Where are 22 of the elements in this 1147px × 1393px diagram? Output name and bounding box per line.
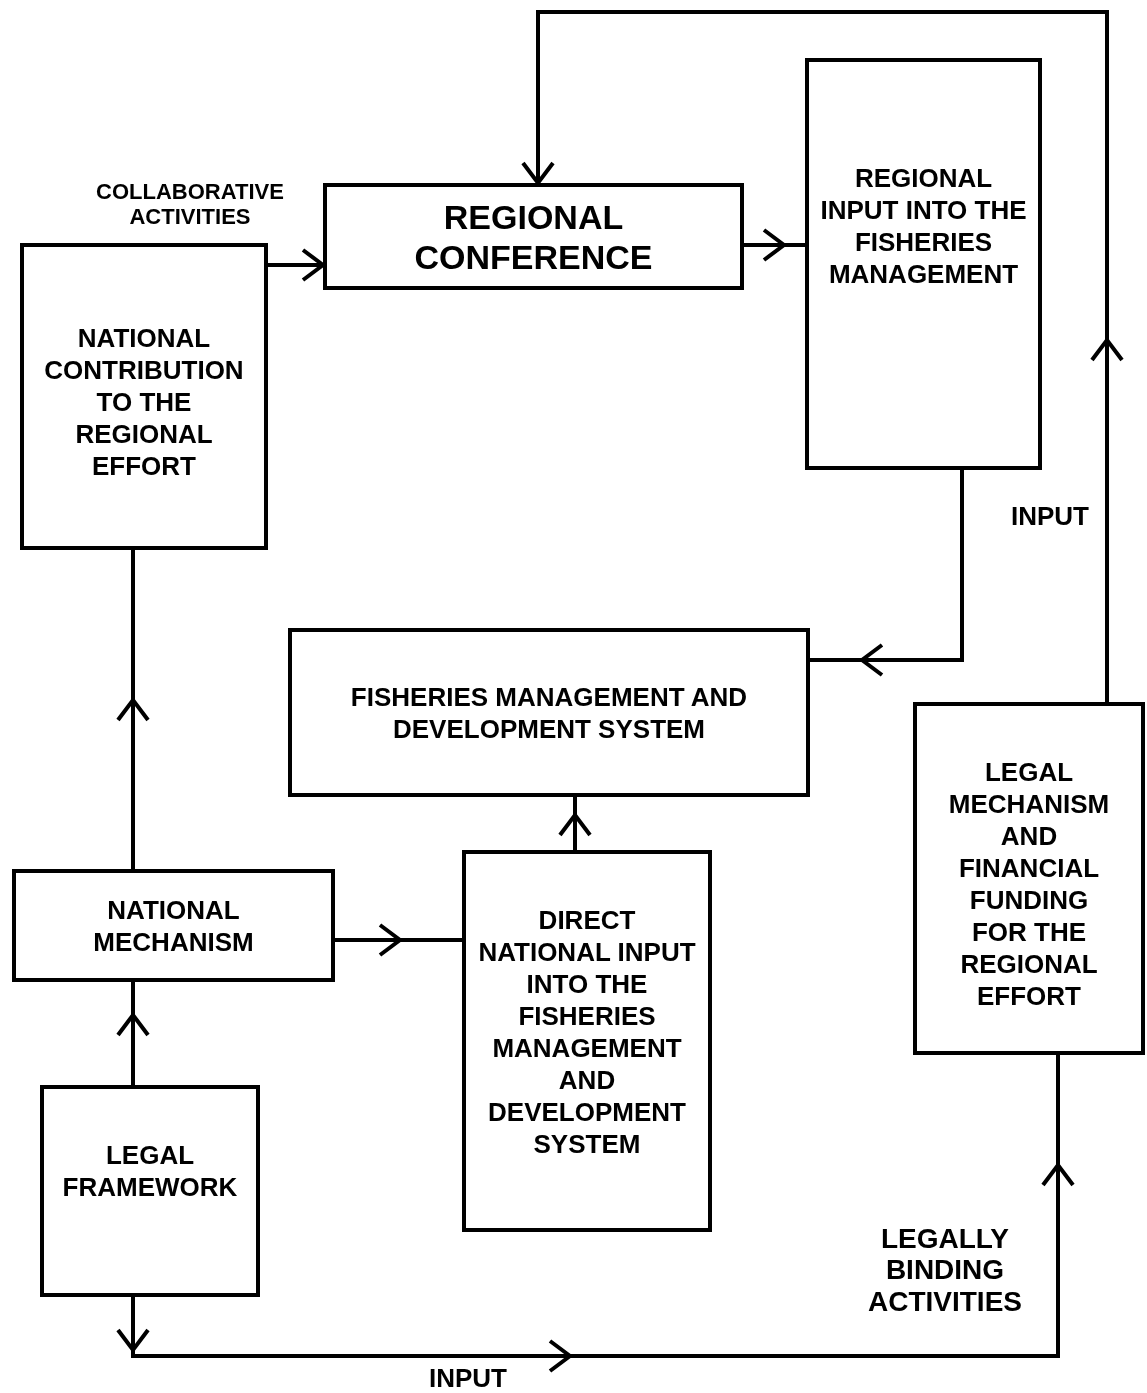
box-label: REGIONAL CONFERENCE xyxy=(413,196,654,277)
arrow xyxy=(268,248,325,282)
box-label: NATIONAL MECHANISM xyxy=(92,893,255,958)
box-label: LEGAL FRAMEWORK xyxy=(61,1139,239,1203)
arrow xyxy=(116,548,150,871)
box-label: FISHERIES MANAGEMENT AND DEVELOPMENT SYSTEM xyxy=(349,680,749,745)
process-box xyxy=(288,628,810,797)
process-box xyxy=(913,702,1145,1055)
arrow xyxy=(521,10,1124,704)
arrow xyxy=(116,1053,1075,1373)
process-box xyxy=(805,58,1042,470)
box-label: DIRECT NATIONAL INPUT INTO THE FISHERIES MANAGEMENT AND DEVELOPMENT SYSTEM xyxy=(477,904,697,1160)
arrow xyxy=(116,980,150,1087)
box-label: REGIONAL INPUT INTO THE FISHERIES MANAGEMENT xyxy=(819,162,1028,290)
process-box xyxy=(20,243,268,550)
arrow xyxy=(558,795,592,852)
process-box xyxy=(40,1085,260,1297)
box-label: NATIONAL CONTRIBUTION TO THE REGIONAL EFFORT xyxy=(43,322,245,482)
process-box xyxy=(12,869,335,982)
process-box xyxy=(462,850,712,1232)
process-box xyxy=(323,183,744,290)
box-label: LEGAL MECHANISM AND FINANCIAL FUNDING FOR THE REGIONAL EFFORT xyxy=(947,756,1111,1012)
